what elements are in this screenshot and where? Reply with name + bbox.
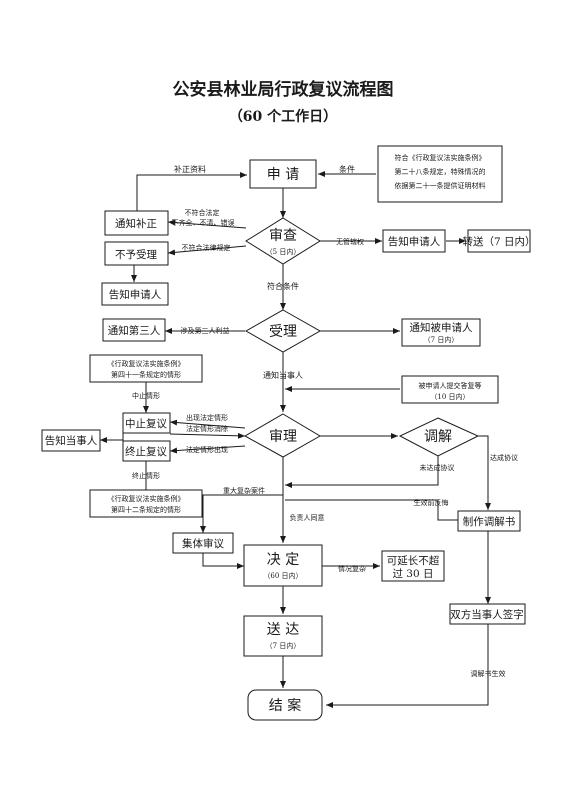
regulation-28-box [377,145,503,203]
mediation-document-node [457,510,521,532]
accept-label: 受理 [269,324,297,340]
regulation-28-line-1: 符合《行政复议法实施条例》 [395,153,486,162]
label-statutory-appear: 法定情形出现 [186,445,228,454]
mediate-diamond [398,417,480,457]
suspend-node [122,412,171,434]
label-supplement-material: 补正资料 [174,164,206,174]
label-head-agree: 负责人同意 [290,513,325,522]
delivery-node [243,615,323,657]
label-regret: 生效前反悔 [414,498,449,507]
page-subtitle: （60 个工作日） [229,108,337,125]
accept-diamond [244,309,322,353]
review-days: （5 日内） [266,247,301,256]
label-condition: 条件 [339,164,355,174]
review-label: 审查 [269,228,297,244]
suspend-label: 中止复议 [125,417,167,430]
review-diamond [245,217,321,265]
decision-node [243,544,323,587]
label-suspension-case: 中止情形 [132,391,160,400]
regulation-41-line-2: 第四十一条规定的情形 [111,370,181,379]
notify-supplement-label: 通知补正 [115,217,157,230]
collective-review-label: 集体审议 [182,537,224,550]
both-parties-sign-label: 双方当事人签字 [450,608,524,621]
regulation-28-line-2: 第二十八条规定，特殊情况的 [395,167,486,176]
regulation-41-line-1: 《行政复议法实施条例》 [108,359,185,368]
delivery-label: 送 达 [267,622,299,638]
transfer-label: 转送（7 日内） [462,235,535,248]
label-complex: 情况复杂 [338,564,366,573]
inform-applicant-node-2 [382,229,446,253]
label-termination-case: 终止情形 [132,471,160,480]
label-reached: 达成协议 [490,453,518,462]
inform-party-node [41,429,101,452]
regulation-42-box [89,489,203,518]
connectors [100,171,491,708]
label-no-jurisdiction: 无管辖权 [336,237,364,246]
inform-applicant-label-1: 告知申请人 [109,288,162,301]
label-not-legal: 不符合法律规定 [182,243,231,252]
respondent-reply-days: （10 日内） [430,392,469,401]
case-closed-node [247,689,323,721]
reject-node [104,241,169,266]
notify-supplement-node [104,210,169,236]
hear-label: 审理 [269,429,297,445]
decision-label: 决 定 [267,552,299,568]
page-title: 公安县林业局行政复议流程图 [173,79,394,100]
label-major-case: 重大复杂案件 [223,486,265,495]
terminate-node [122,440,171,462]
respondent-reply-label: 被申请人提交答复等 [419,381,482,390]
extension-line-1: 可延长不超 [387,554,440,567]
delivery-days: （7 日内） [266,641,301,650]
apply-node [249,159,317,189]
regulation-41-box [89,354,203,383]
notify-respondent-node [401,318,481,347]
terminate-label: 终止复议 [125,445,167,458]
label-third-party: 涉及第三人利益 [181,326,230,335]
hear-diamond [243,413,321,458]
label-incomplete-1: 不符合法定 [185,208,220,217]
label-statutory-case-1: 出现法定情形 [186,413,228,422]
mediation-document-label: 制作调解书 [463,515,516,528]
regulation-42-line-2: 第四十二条规定的情形 [111,505,181,514]
both-parties-sign-node [449,603,526,625]
extension-line-2: 过 30 日 [392,567,433,580]
inform-applicant-label-2: 告知申请人 [388,235,441,248]
label-incomplete-2: 不齐全、不清、错误 [172,218,235,227]
respondent-reply-node [401,375,499,404]
notify-third-party-label: 通知第三人 [108,324,161,337]
notify-third-party-node [102,318,166,342]
inform-party-label: 告知当事人 [45,434,98,447]
regulation-42-line-1: 《行政复议法实施条例》 [108,494,185,503]
inform-applicant-node-1 [101,282,169,306]
edge-labels: 补正资料 条件 不符合法定 不齐全、不清、错误 不符合法律规定 无管辖权 符合条… [132,164,518,678]
case-closed-label: 结 案 [269,697,301,714]
collective-review-node [172,532,234,554]
mediate-label: 调解 [424,429,452,445]
decision-days: （60 日内） [263,571,302,580]
label-mediation-effect: 调解书生效 [471,669,506,678]
regulation-28-line-3: 依据第二十一条提供证明材料 [395,181,486,190]
notify-respondent-days: （7 日内） [424,335,459,344]
label-statutory-case-2: 法定情形消除 [186,424,228,433]
reject-label: 不予受理 [115,249,157,261]
notify-respondent-label: 通知被申请人 [410,321,473,334]
transfer-node [467,229,531,253]
apply-label: 申 请 [267,167,299,183]
label-meets-condition: 符合条件 [267,281,299,291]
extension-node [381,550,445,582]
label-notify-parties: 通知当事人 [263,370,303,380]
label-not-reached: 未达成协议 [420,463,455,472]
